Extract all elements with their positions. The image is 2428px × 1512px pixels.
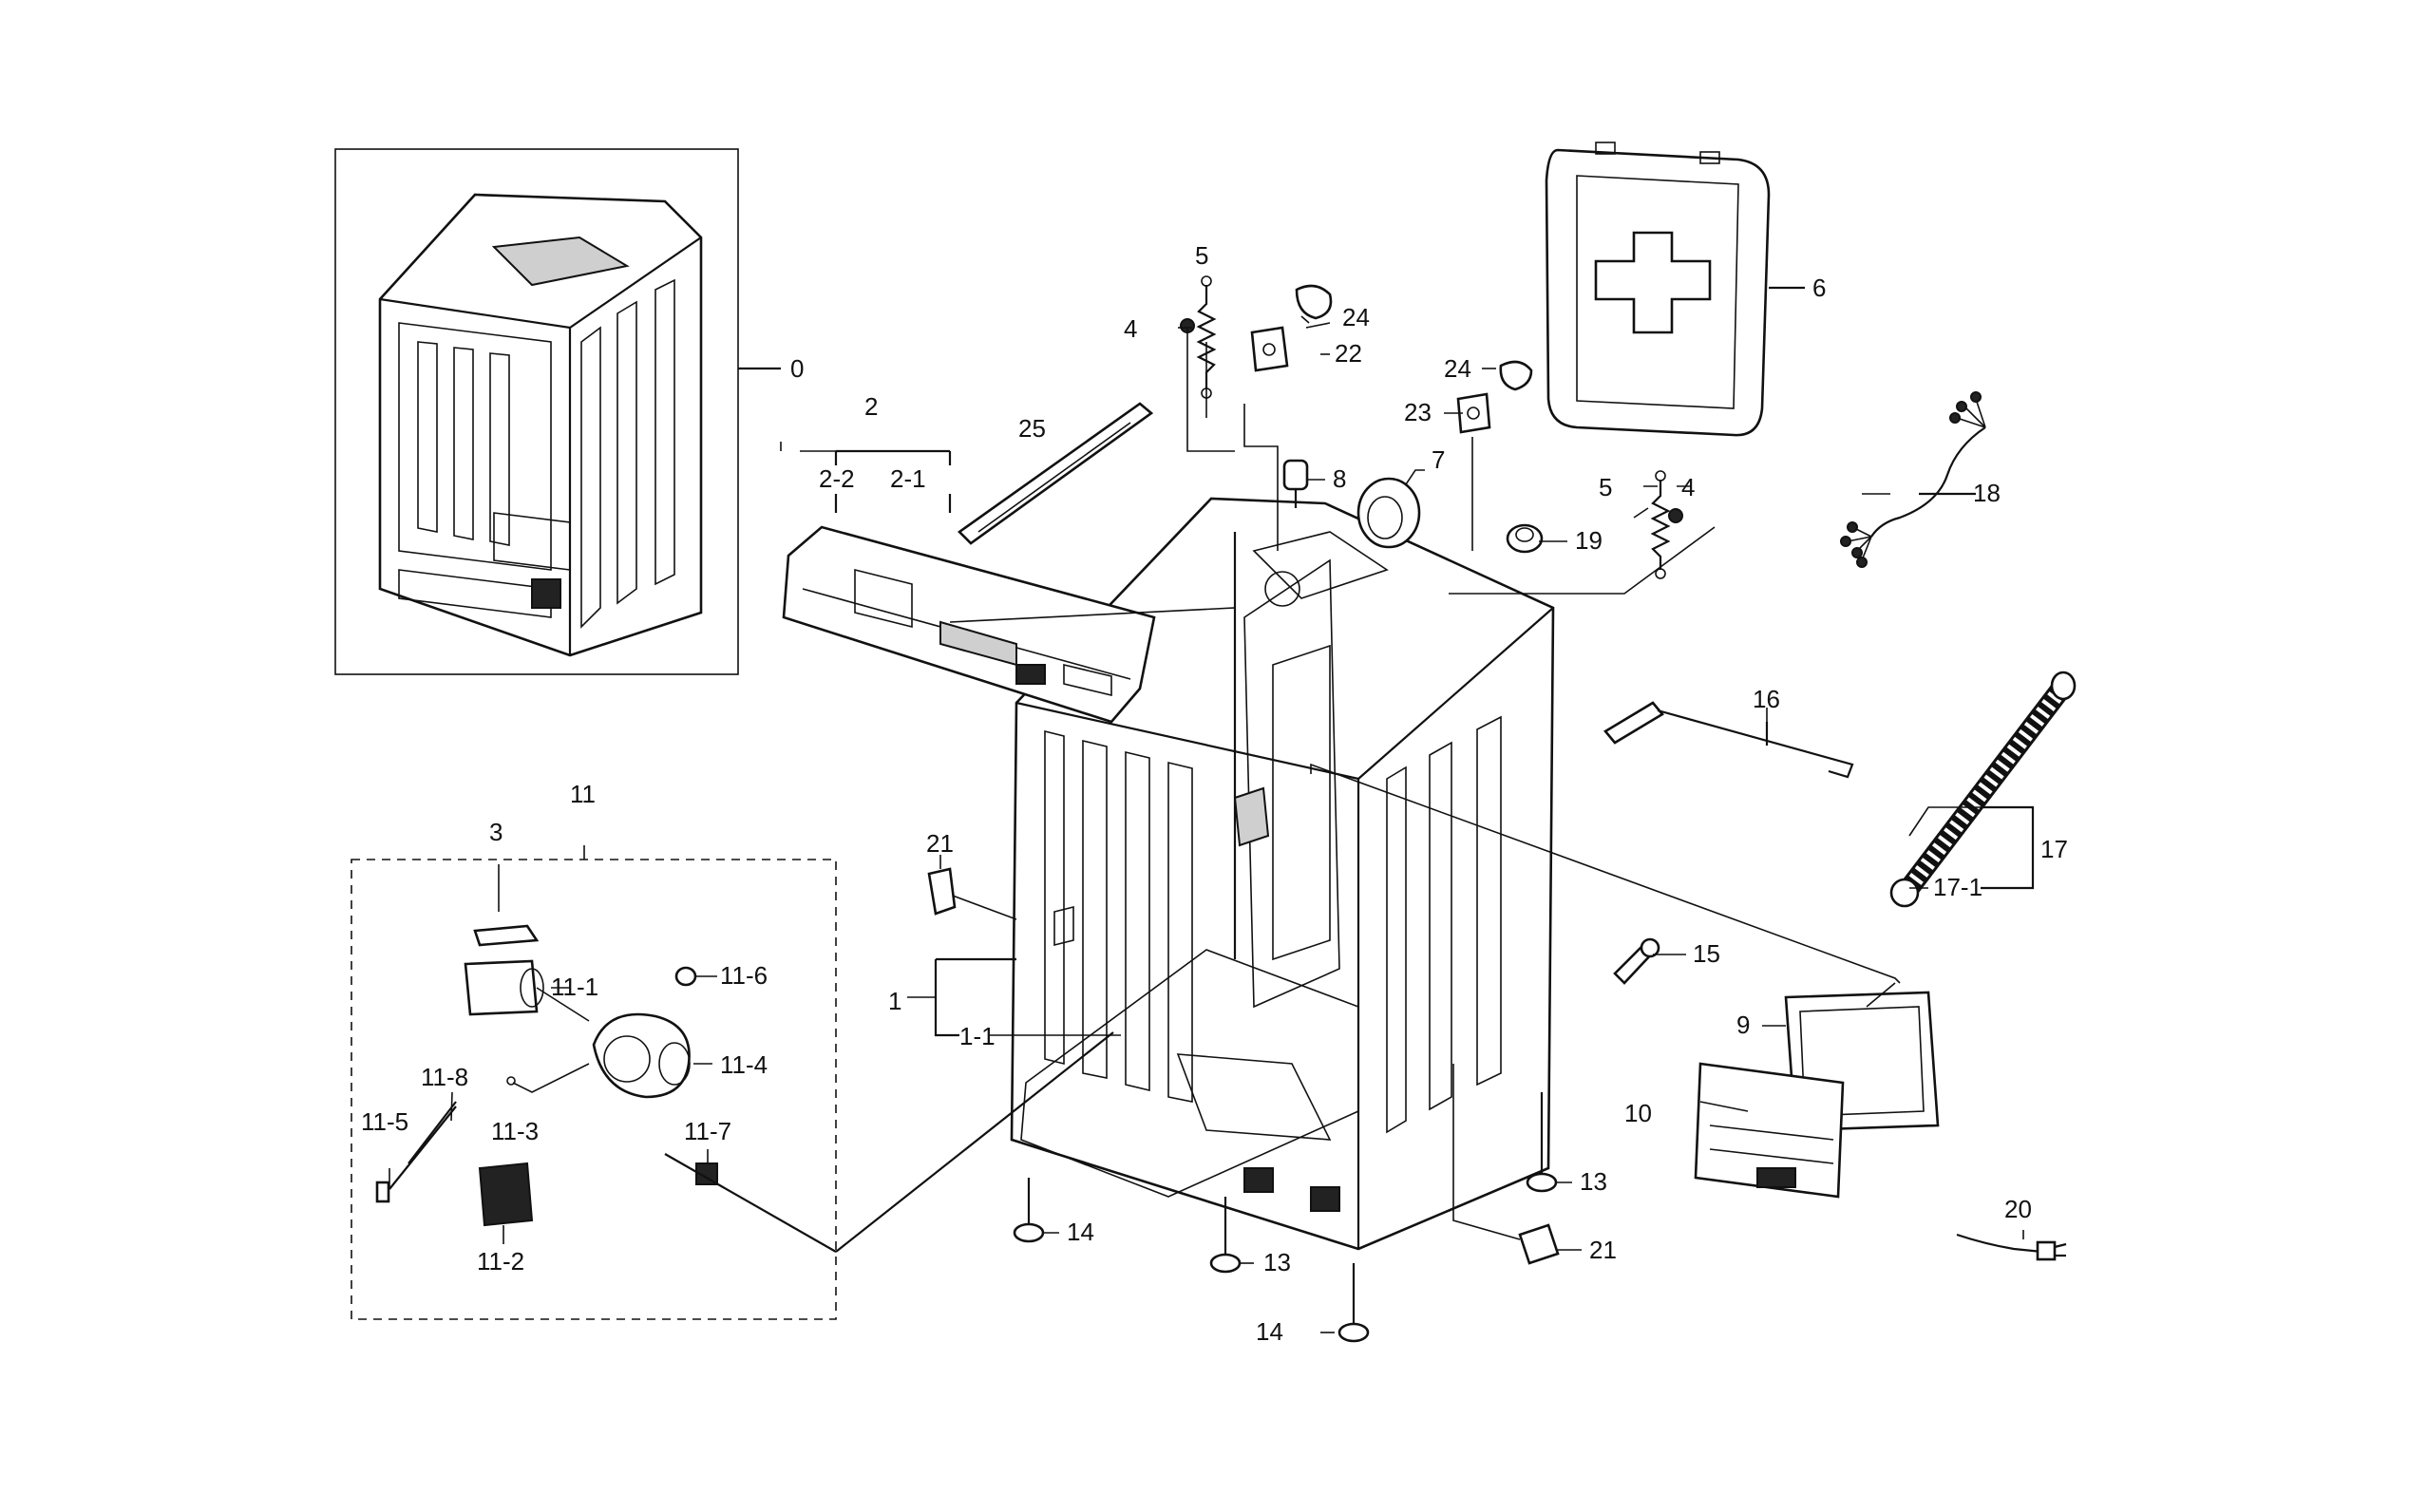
detergent-box-10 <box>1694 1062 1845 1199</box>
damper-rod-16 <box>1603 701 1854 779</box>
label-23: 23 <box>1404 398 1432 426</box>
ring-7 <box>1356 477 1421 549</box>
label-16: 16 <box>1753 685 1780 713</box>
label-14a: 14 <box>1067 1218 1094 1246</box>
label-11-3: 11-3 <box>491 1117 539 1145</box>
label-24b: 24 <box>1444 354 1471 383</box>
cover-21-top <box>927 867 957 916</box>
label-8: 8 <box>1333 464 1346 493</box>
door-frame-part: 6 <box>1545 142 1826 437</box>
label-11: 11 <box>570 780 596 808</box>
bracket-24-top <box>1295 284 1333 320</box>
label-4a: 4 <box>1124 314 1137 343</box>
leg-14-bottom <box>1337 1263 1370 1343</box>
washer-4-right <box>1668 508 1683 523</box>
label-9: 9 <box>1736 1011 1750 1039</box>
assembly-box: 0 <box>334 148 804 675</box>
label-20: 20 <box>2004 1195 2032 1223</box>
leg-13-center <box>1209 1197 1242 1274</box>
label-7: 7 <box>1432 445 1445 474</box>
label-2-2: 2-2 <box>819 464 855 493</box>
pump-assembly-box <box>351 859 837 1320</box>
leg-13-right <box>1526 1092 1558 1193</box>
label-24a: 24 <box>1342 303 1370 331</box>
label-5a: 5 <box>1195 241 1208 270</box>
label-6: 6 <box>1812 274 1826 302</box>
label-3: 3 <box>489 818 503 846</box>
wire-harness-18 <box>1840 391 1986 568</box>
label-13a: 13 <box>1263 1248 1291 1276</box>
cover-21-bottom <box>1518 1223 1560 1265</box>
label-14b: 14 <box>1256 1317 1283 1346</box>
label-11-1: 11-1 <box>551 973 598 1001</box>
hose-17 <box>1889 671 2077 908</box>
power-cord-20 <box>1956 1233 2067 1261</box>
label-1: 1 <box>888 987 901 1015</box>
callout-labels: 1 1-1 2 2-2 2-1 3 4 4 5 5 7 8 9 10 11 11… <box>361 241 2068 1346</box>
top-brace <box>957 402 1154 545</box>
label-17-1: 17-1 <box>1933 873 1982 901</box>
leg-14-left <box>1013 1178 1045 1243</box>
label-19: 19 <box>1575 526 1603 555</box>
label-18: 18 <box>1973 479 2001 507</box>
label-0: 0 <box>790 354 804 383</box>
label-11-6: 11-6 <box>720 961 768 990</box>
label-11-7: 11-7 <box>684 1117 731 1145</box>
label-11-5: 11-5 <box>361 1107 408 1136</box>
control-panel-frame <box>782 525 1156 724</box>
knob-19 <box>1506 523 1544 554</box>
label-17: 17 <box>2040 835 2068 863</box>
assembled-cabinet <box>378 193 703 657</box>
label-21b: 21 <box>1589 1236 1617 1264</box>
bracket-24-mid <box>1499 360 1533 391</box>
cap-8 <box>1282 459 1309 508</box>
label-1-1: 1-1 <box>959 1022 996 1050</box>
bracket-23 <box>1456 392 1491 434</box>
label-10: 10 <box>1624 1099 1652 1127</box>
label-22: 22 <box>1335 339 1362 368</box>
label-25: 25 <box>1018 414 1046 443</box>
label-11-2: 11-2 <box>477 1247 524 1276</box>
label-21a: 21 <box>926 829 954 858</box>
leader-lines <box>389 315 2035 1333</box>
label-15: 15 <box>1693 939 1720 968</box>
screw-15 <box>1613 937 1660 985</box>
label-5b: 5 <box>1599 473 1612 501</box>
label-11-8: 11-8 <box>421 1063 468 1091</box>
label-11-4: 11-4 <box>720 1050 768 1079</box>
label-2: 2 <box>864 392 878 421</box>
bracket-22 <box>1250 326 1289 372</box>
label-4b: 4 <box>1681 473 1695 501</box>
label-13b: 13 <box>1580 1167 1607 1196</box>
label-2-1: 2-1 <box>890 464 926 493</box>
spring-right <box>1650 470 1671 579</box>
